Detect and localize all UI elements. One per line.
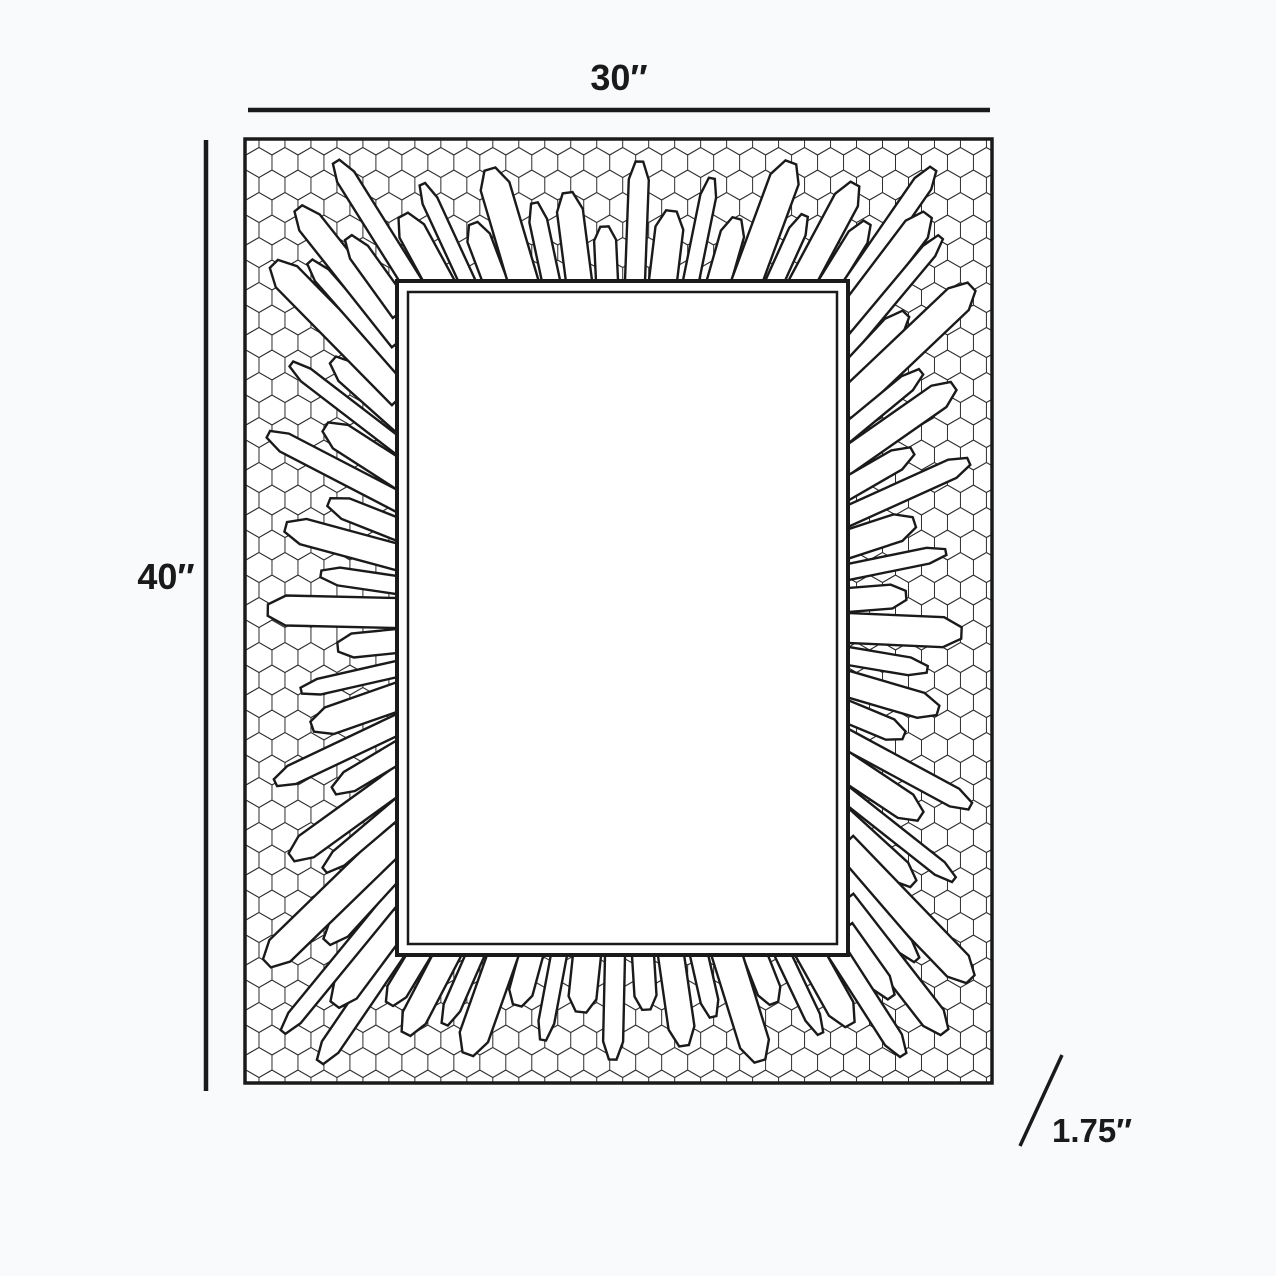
sunburst-bar (293, 203, 414, 349)
sunburst-bar (268, 258, 415, 407)
depth-dimension: 1.75″ (1018, 1054, 1132, 1149)
height-dimension: 40″ (137, 140, 209, 1091)
sunburst-bar (343, 233, 413, 320)
depth-dimension-line (1018, 1054, 1064, 1147)
depth-dimension-label: 1.75″ (1052, 1112, 1132, 1149)
sunburst-bar (601, 945, 627, 1061)
sunburst-bar (623, 160, 651, 291)
sunburst-bar (829, 834, 976, 985)
width-dimension: 30″ (248, 57, 990, 113)
sunburst-bar (266, 594, 407, 630)
frame-outer-border (243, 137, 994, 1085)
mirror-border-inner (406, 290, 839, 946)
mirror-frame-art (243, 137, 994, 1085)
sunburst-bar (838, 611, 963, 649)
height-dimension-label: 40″ (137, 556, 194, 597)
width-dimension-label: 30″ (590, 57, 647, 98)
sunburst-bar (831, 892, 950, 1037)
